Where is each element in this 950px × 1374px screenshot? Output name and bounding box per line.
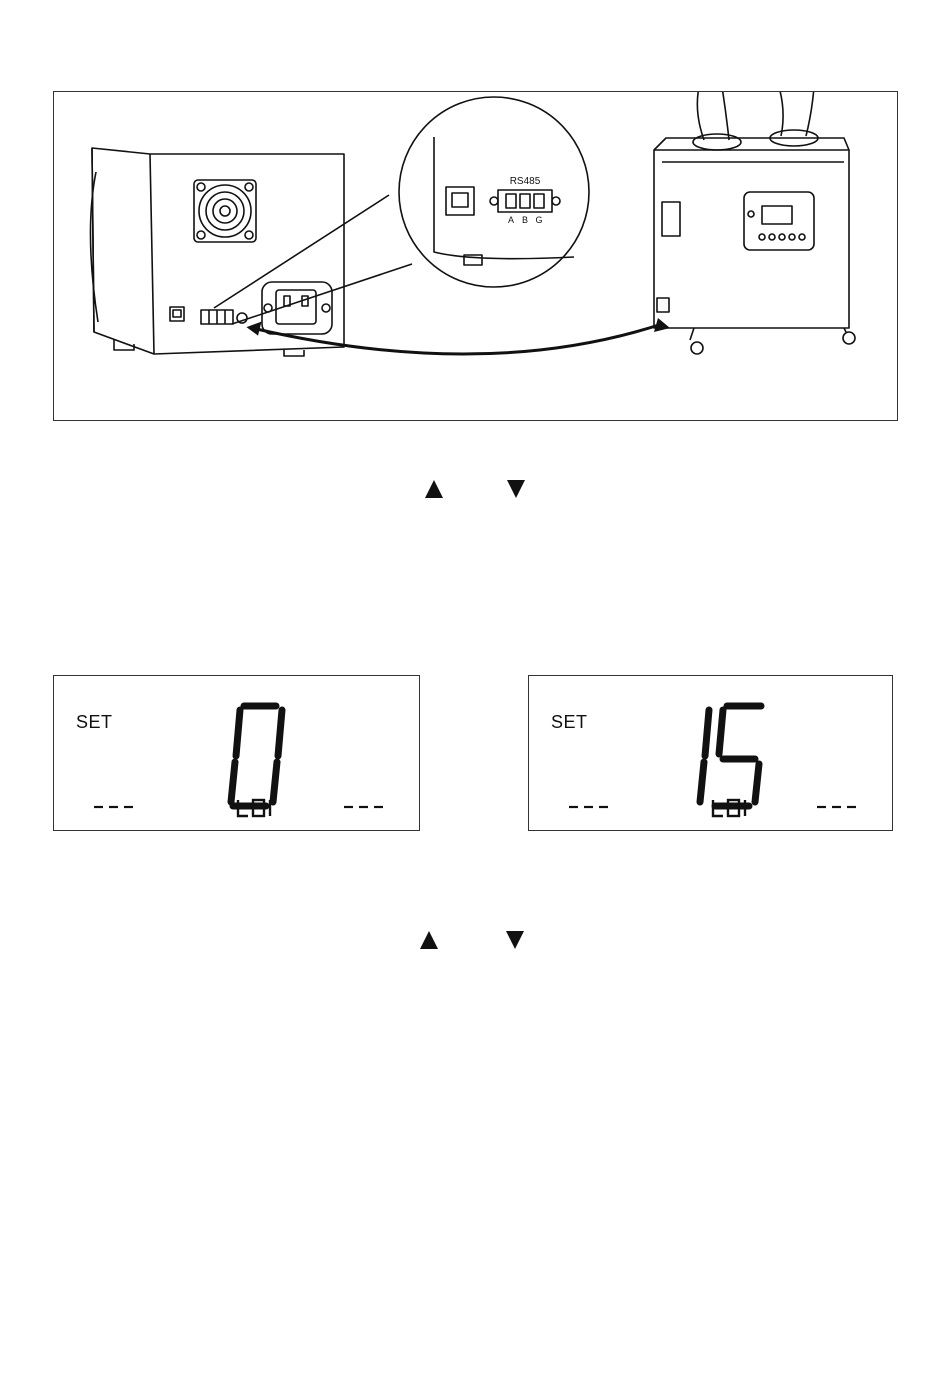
connection-illustration: RS485 A B G xyxy=(53,91,898,421)
digit-5-segments xyxy=(715,706,761,806)
arrow-keys-row-2 xyxy=(0,929,950,953)
pin-label-a: A xyxy=(508,215,514,225)
lcd-display-1: SET 0 t01 --- --- xyxy=(53,675,420,831)
digit-0-segments xyxy=(231,706,282,806)
usb-port-icon xyxy=(170,307,184,321)
seven-segment-readout xyxy=(529,676,894,832)
extractor-control-panel xyxy=(744,192,814,250)
station-body xyxy=(92,148,344,354)
zoom-usb-port-icon xyxy=(446,187,474,215)
triangle-up-icon xyxy=(419,929,439,951)
pin-label-b: B xyxy=(522,215,528,225)
pin-label-g: G xyxy=(535,215,542,225)
seven-segment-readout xyxy=(54,676,421,832)
rs485-label: RS485 xyxy=(510,176,541,187)
rs485-cable xyxy=(252,324,662,354)
extractor-body xyxy=(654,150,849,328)
wheel-icon xyxy=(691,342,703,354)
station-to-extractor-drawing: RS485 A B G xyxy=(54,92,899,422)
arrow-keys-row-1 xyxy=(0,478,950,502)
lcd-display-2: SET 15 t01 --- --- xyxy=(528,675,893,831)
triangle-down-icon xyxy=(505,929,525,951)
digit-1-segments xyxy=(700,710,709,802)
triangle-down-icon xyxy=(506,478,526,500)
triangle-up-icon xyxy=(424,478,444,500)
